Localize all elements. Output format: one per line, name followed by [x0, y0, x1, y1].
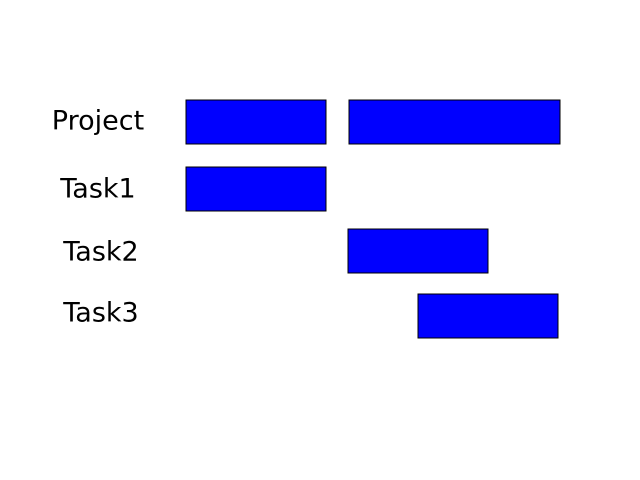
gantt-bar-project-1 [185, 99, 327, 145]
row-label-task2: Task2 [62, 237, 138, 268]
row-label-task3: Task3 [62, 298, 138, 329]
row-label-project: Project [52, 106, 144, 137]
row-labels: Project Task1 Task2 Task3 [52, 106, 144, 329]
row-label-task1: Task1 [59, 174, 135, 205]
gantt-bars [185, 99, 561, 339]
gantt-bar-task1-1 [185, 166, 327, 212]
gantt-bar-project-2 [348, 99, 561, 145]
gantt-bar-task2-1 [347, 228, 489, 274]
gantt-bar-task3-1 [417, 293, 559, 339]
